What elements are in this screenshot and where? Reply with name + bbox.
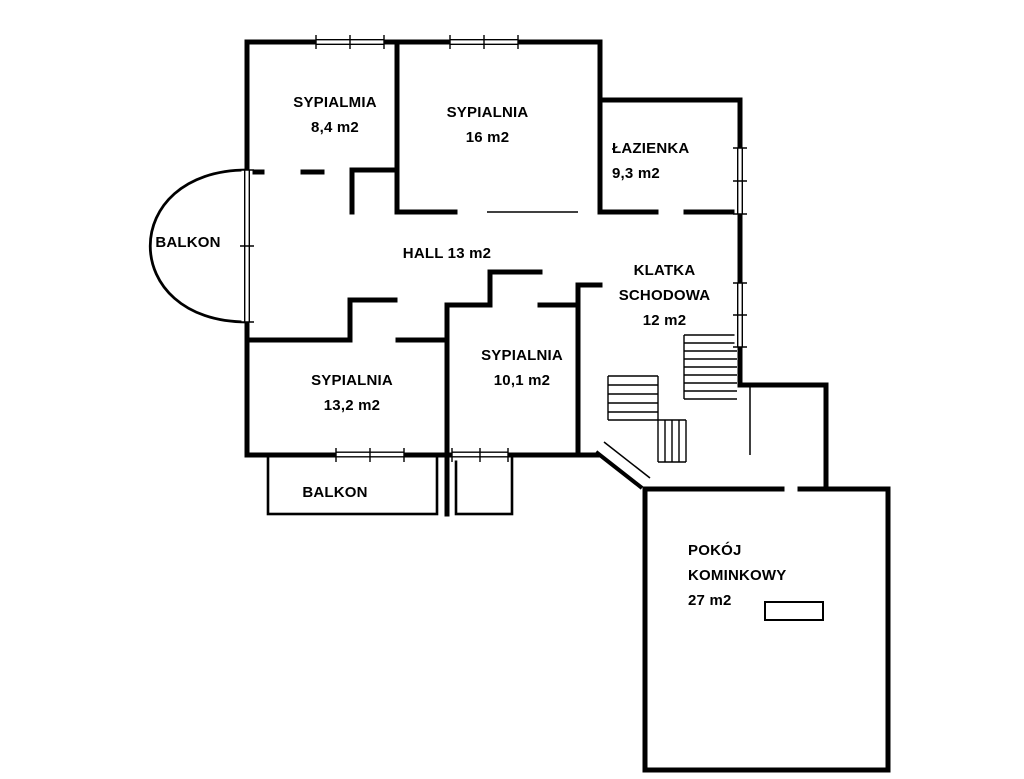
room-name: HALL 13 m2 <box>402 245 492 262</box>
room-label-bedroom-bottom-middle: SYPIALNIA 10,1 m2 <box>452 343 592 393</box>
room-name: BALKON <box>155 234 221 251</box>
room-area: 27 m2 <box>688 592 732 609</box>
windows <box>240 35 747 462</box>
room-label-staircase: KLATKA SCHODOWA 12 m2 <box>602 258 727 333</box>
interior-walls <box>244 39 743 517</box>
balcony-left-arc <box>149 168 248 324</box>
fireplace <box>764 601 824 621</box>
room-label-bathroom: ŁAZIENKA 9,3 m2 <box>612 136 732 186</box>
room-area: 8,4 m2 <box>311 119 359 136</box>
room-label-balcony-bottom: BALKON <box>285 480 385 505</box>
diagonal-passage <box>594 387 751 490</box>
room-name: POKÓJ <box>688 542 742 559</box>
room-name: KLATKA <box>633 262 696 279</box>
room-area: 9,3 m2 <box>612 165 660 182</box>
room-name: SYPIALNIA <box>481 347 563 364</box>
room-name: SYPIALNIA <box>446 104 529 121</box>
room-label-bedroom-bottom-left: SYPIALNIA 13,2 m2 <box>282 368 422 418</box>
room-area: 12 m2 <box>642 312 687 329</box>
room-label-bedroom-top-left: SYPIALMIA 8,4 m2 <box>265 90 405 140</box>
room-area: 16 m2 <box>465 129 510 146</box>
room-name: SCHODOWA <box>618 287 711 304</box>
room-label-balcony-left: BALKON <box>138 230 238 255</box>
room-label-fireplace-room: POKÓJ KOMINKOWY 27 m2 <box>688 538 838 613</box>
room-label-bedroom-top-middle: SYPIALNIA 16 m2 <box>420 100 555 150</box>
staircase-steps <box>607 334 737 463</box>
room-name: ŁAZIENKA <box>612 140 690 157</box>
room-name: SYPIALNIA <box>311 372 393 389</box>
room-name: BALKON <box>302 484 368 501</box>
room-area: 10,1 m2 <box>493 372 551 389</box>
room-name: SYPIALMIA <box>293 94 377 111</box>
room-name: KOMINKOWY <box>688 567 787 584</box>
room-area: 13,2 m2 <box>323 397 381 414</box>
room-label-hall: HALL 13 m2 <box>377 241 517 266</box>
